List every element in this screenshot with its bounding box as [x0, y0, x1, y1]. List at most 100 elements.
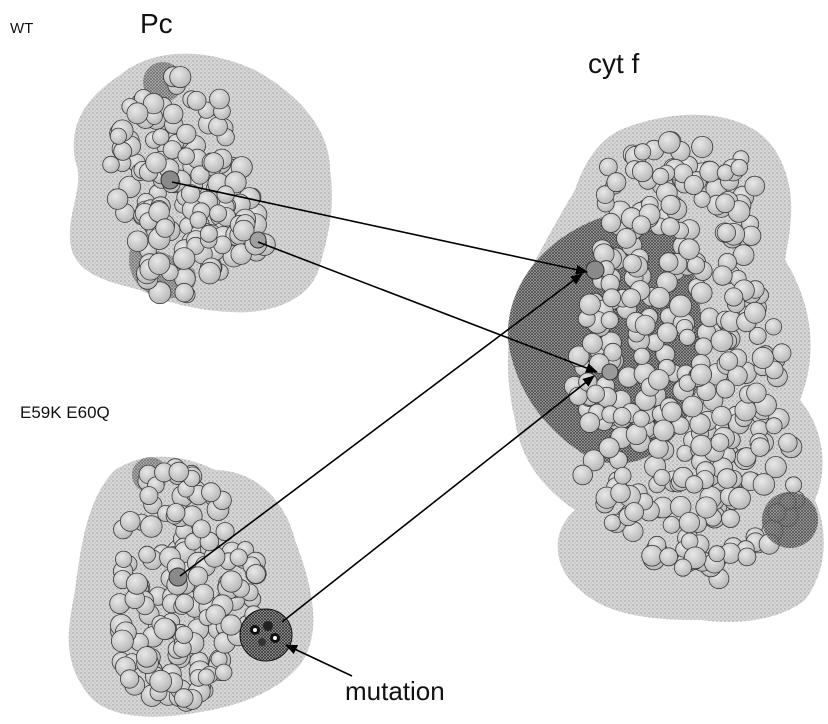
atom-sphere [139, 546, 156, 563]
atom-sphere [779, 434, 798, 453]
atom-sphere [115, 551, 131, 567]
atom-sphere [753, 474, 775, 496]
atom-sphere [674, 559, 691, 576]
atom-sphere [173, 248, 195, 270]
atom-sphere [146, 153, 167, 174]
atom-sphere [198, 669, 214, 685]
atom-sphere [765, 319, 781, 335]
atom-sphere [599, 438, 619, 458]
atom-sphere [601, 213, 620, 232]
atom-sphere [617, 229, 637, 249]
atom-sphere [662, 402, 682, 422]
atom-sphere [188, 567, 207, 586]
atom-sphere [634, 144, 650, 160]
atom-sphere [120, 512, 140, 532]
atom-sphere [103, 156, 120, 173]
atom-sphere [127, 231, 148, 252]
atom-sphere [140, 487, 158, 505]
atom-sphere [786, 477, 802, 493]
atom-sphere [221, 571, 242, 592]
atom-sphere [717, 469, 737, 489]
cyt-f-molecule [508, 115, 824, 622]
atom-sphere [614, 467, 631, 484]
atom-sphere [163, 104, 183, 124]
atom-sphere [199, 262, 221, 284]
atom-sphere [682, 396, 703, 417]
atom-sphere [679, 512, 699, 532]
atom-sphere [580, 413, 600, 433]
arrow-mutation-cluster [282, 376, 594, 622]
atom-sphere [747, 383, 767, 403]
pc-wt-molecule [70, 54, 332, 313]
atom-sphere [725, 288, 743, 306]
atom-sphere [126, 573, 147, 594]
atom-sphere [695, 338, 712, 355]
atom-sphere [175, 594, 193, 612]
atom-sphere [622, 289, 641, 308]
atom-sphere [150, 670, 172, 692]
atom-sphere [716, 194, 735, 213]
atom-sphere [712, 406, 732, 426]
atom-sphere [660, 548, 678, 566]
atom-sphere [679, 239, 700, 260]
atom-sphere [175, 283, 194, 302]
atom-sphere [154, 618, 176, 640]
atom-sphere [625, 503, 644, 522]
atom-sphere [632, 216, 650, 234]
atom-sphere [745, 302, 766, 323]
atom-sphere [751, 438, 770, 457]
atom-sphere [192, 520, 210, 538]
atom-sphere [657, 323, 677, 343]
atom-sphere [210, 89, 230, 109]
atom-sphere [691, 364, 712, 385]
atom-sphere [573, 465, 593, 485]
atom-sphere [722, 510, 740, 528]
atom-sphere [635, 315, 655, 335]
pc-title: Pc [140, 8, 173, 40]
atom-sphere [626, 424, 647, 445]
atom-sphere [107, 189, 128, 210]
atom-sphere [653, 420, 674, 441]
atom-sphere [587, 385, 605, 403]
cyt-f-site-1 [586, 261, 604, 279]
atom-sphere [649, 370, 670, 391]
pc-wt-site-2 [250, 232, 266, 248]
atom-sphere [696, 497, 717, 518]
atom-sphere [731, 159, 748, 176]
atom-sphere [729, 487, 751, 509]
atom-sphere [209, 117, 228, 136]
atom-sphere [156, 219, 175, 238]
atom-sphere [661, 218, 679, 236]
atom-sphere [175, 626, 192, 643]
atom-sphere [178, 148, 195, 165]
atom-sphere [649, 287, 670, 308]
atom-sphere [661, 195, 680, 214]
atom-sphere [713, 266, 732, 285]
atom-sphere [691, 435, 712, 456]
atom-sphere [766, 418, 782, 434]
atom-sphere [663, 517, 680, 534]
atom-sphere [246, 565, 265, 584]
atom-sphere [175, 689, 194, 708]
atom-sphere [691, 283, 712, 304]
atom-sphere [114, 142, 132, 160]
atom-sphere [677, 445, 693, 461]
wild-type-label: WT [10, 20, 33, 37]
atom-sphere [204, 153, 224, 173]
atom-sphere [652, 168, 668, 184]
atom-sphere [654, 469, 670, 485]
atom-sphere [711, 330, 733, 352]
atom-sphere [111, 630, 133, 652]
atom-sphere [169, 462, 189, 482]
atom-sphere [773, 344, 791, 362]
atom-sphere [613, 408, 631, 426]
pc-mutant-molecule [69, 457, 314, 717]
atom-sphere [738, 548, 756, 566]
atom-sphere [120, 670, 138, 688]
atom-sphere [110, 128, 126, 144]
atom-sphere [659, 253, 678, 272]
atom-sphere [582, 333, 602, 353]
mutation-label: mutation [345, 676, 445, 707]
atom-sphere [230, 549, 247, 566]
